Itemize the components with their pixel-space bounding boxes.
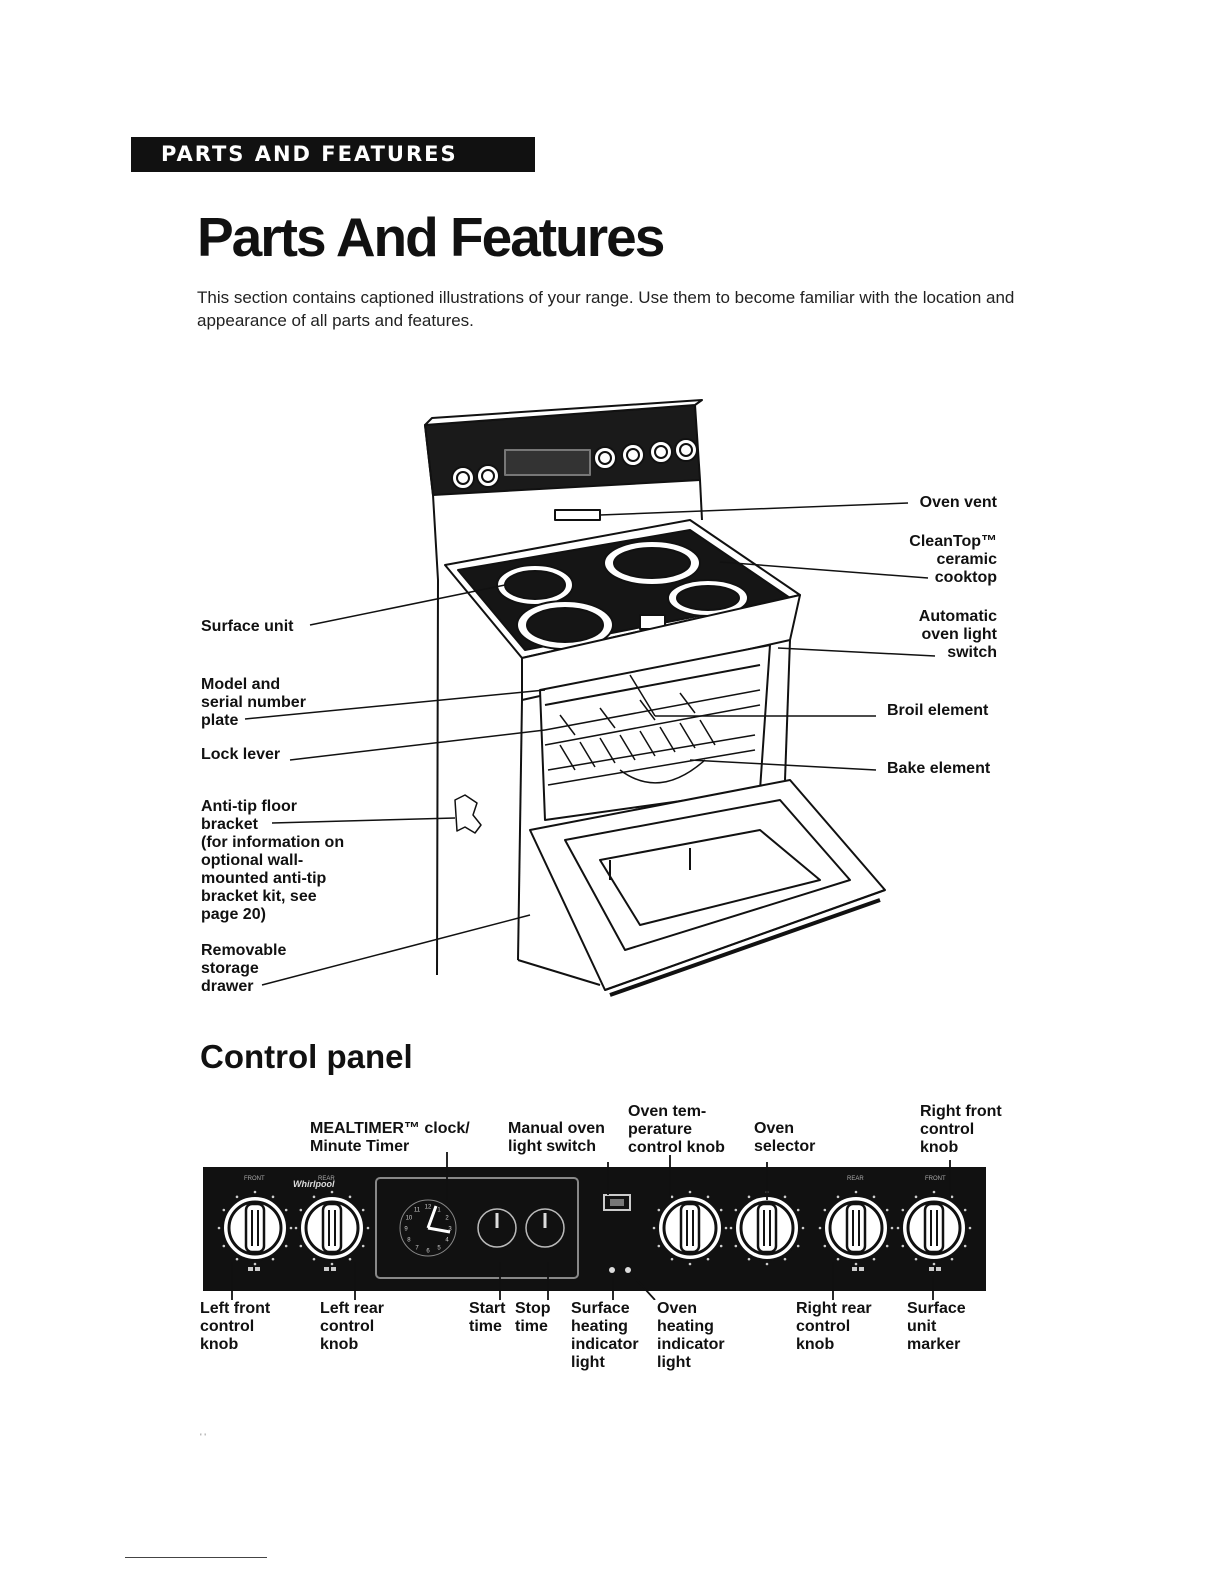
panel-leader-lines [231,1152,951,1300]
clock-hour-hand [426,1205,438,1229]
label-surface-unit-marker: Surface unit marker [907,1300,966,1353]
panel-front-mark-right: FRONT [925,1176,946,1182]
callout-cleantop-cooktop: CleanTop™ ceramic cooktop [909,533,997,586]
clock-numeral: 1 [437,1207,441,1213]
callout-bake-element: Bake element [887,760,991,777]
right-front-knob[interactable] [896,1190,972,1266]
left-rear-knob[interactable] [294,1190,370,1266]
footer-rule [125,1557,267,1558]
label-manual-oven-light-switch: Manual oven light switch [508,1120,605,1155]
panel-front-mark-left: FRONT [244,1176,265,1182]
right-rear-knob[interactable] [818,1190,894,1266]
callout-storage-drawer: Removable storage drawer [201,942,287,995]
label-oven-temperature-knob: Oven tem- perature control knob [628,1103,725,1156]
oven-indicator-light [625,1267,631,1273]
label-left-front-knob: Left front control knob [200,1300,271,1353]
left-front-knob[interactable] [217,1190,293,1266]
intro-paragraph: This section contains captioned illustra… [197,288,1015,330]
oven-selector-knob[interactable] [729,1190,805,1266]
panel-rear-mark-left: REAR [318,1176,335,1182]
callout-automatic-oven-light-switch: Automatic oven light switch [918,608,997,661]
label-right-front-knob: Right front control knob [920,1103,1002,1156]
callout-anti-tip-bracket: Anti-tip floor bracket (for information … [201,798,345,923]
label-right-rear-knob: Right rear control knob [796,1300,872,1353]
callout-broil-element: Broil element [887,702,989,719]
range-illustration [244,399,936,997]
label-stop-time: Stop time [515,1300,551,1335]
callout-oven-vent: Oven vent [919,494,997,511]
anti-tip-bracket [454,794,482,834]
label-start-time: Start time [469,1300,506,1335]
clock-numeral: 8 [407,1238,411,1244]
clock-numeral: 10 [406,1216,413,1222]
page-mark: ' ' [200,1432,206,1442]
control-panel-heading: Control panel [200,1038,413,1075]
oven-vent-shape [554,509,601,521]
clock-numeral: 7 [415,1246,419,1252]
callout-lock-lever: Lock lever [201,746,281,763]
clock-numeral: 3 [448,1227,452,1233]
clock-numeral: 12 [425,1205,432,1211]
section-tab: PARTS AND FEATURES [131,137,535,172]
clock-numeral: 4 [445,1238,449,1244]
label-left-rear-knob: Left rear control knob [320,1300,385,1353]
label-oven-selector: Oven selector [754,1120,816,1155]
clock-numeral: 11 [414,1207,421,1213]
clock-numeral: 9 [404,1227,408,1233]
brand-logo: Whirlpool [293,1179,335,1189]
panel-rear-mark-right: REAR [847,1176,864,1182]
label-surface-indicator-light: Surface heating indicator light [571,1300,639,1371]
clock-numeral: 2 [445,1216,449,1222]
callout-surface-unit: Surface unit [201,618,294,635]
oven-temperature-knob[interactable] [652,1190,728,1266]
range-leader-lines [244,502,936,986]
clock-numeral: 5 [437,1246,441,1252]
page-title: Parts And Features [197,206,665,268]
label-mealtimer-clock: MEALTIMER™ clock/ Minute Timer [310,1120,470,1155]
callout-model-serial-plate: Model and serial number plate [201,676,306,729]
clock-numeral: 6 [426,1249,430,1255]
label-oven-indicator-light: Oven heating indicator light [657,1300,725,1371]
surface-indicator-light [609,1267,615,1273]
clock-minute-hand [427,1226,451,1234]
